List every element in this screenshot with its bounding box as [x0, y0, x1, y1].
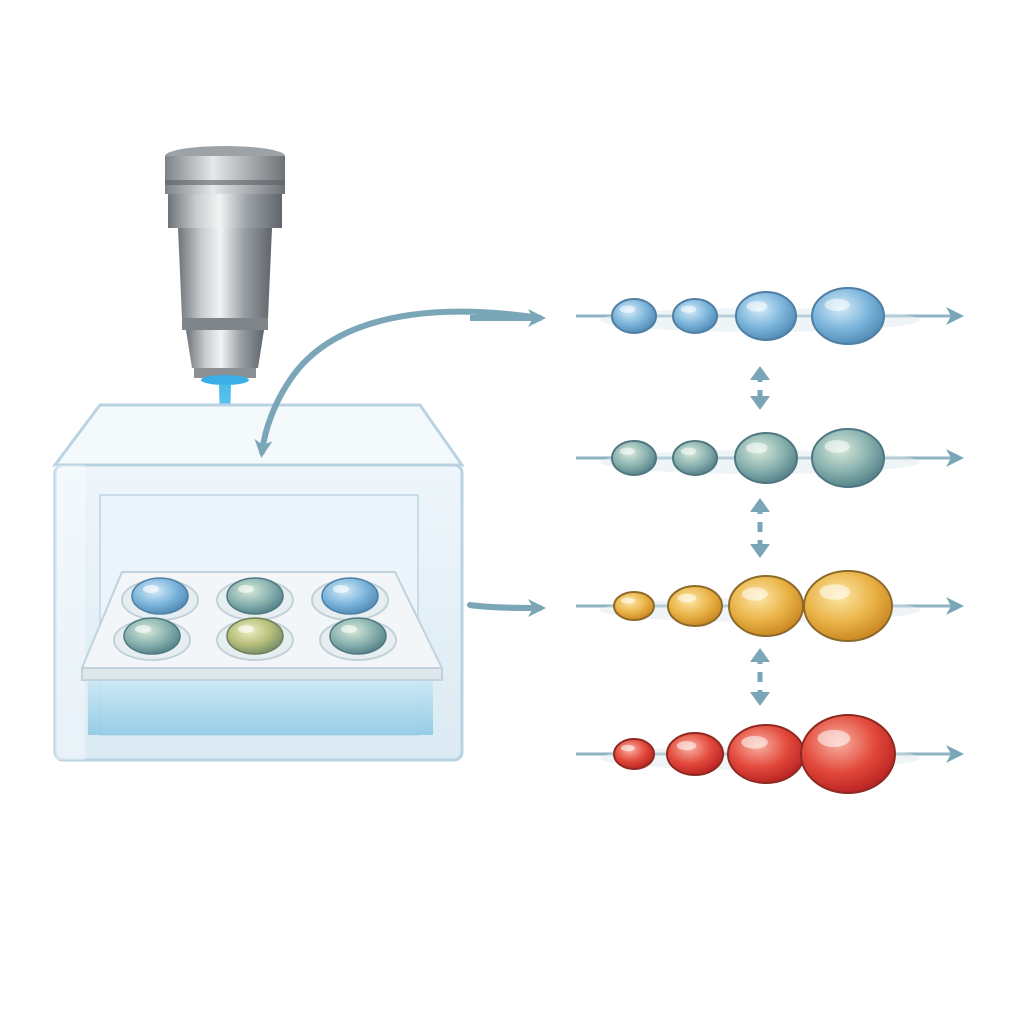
- imaging-feedback-arrow: [254, 308, 543, 458]
- cell-icon: [727, 724, 805, 784]
- vertical-link-1: [750, 366, 770, 410]
- cell-icon: [613, 738, 655, 770]
- vertical-link-3: [750, 648, 770, 706]
- cell-icon: [329, 617, 387, 655]
- track-blue: [576, 287, 964, 345]
- track-teal: [576, 428, 964, 488]
- cell-icon: [613, 591, 655, 621]
- cell-icon: [226, 617, 284, 655]
- vertical-link-2: [750, 498, 770, 558]
- growth-tracks: [576, 287, 964, 794]
- well-2-2: [216, 617, 294, 661]
- well-1-3: [311, 577, 389, 621]
- well-2-3: [319, 617, 397, 661]
- cell-icon: [811, 287, 885, 345]
- microscope-objective-icon: [165, 146, 285, 385]
- track-red: [576, 714, 964, 794]
- cell-icon: [811, 428, 885, 488]
- cell-icon: [226, 577, 284, 615]
- well-1-2: [216, 577, 294, 621]
- cell-icon: [131, 577, 189, 615]
- cell-icon: [321, 577, 379, 615]
- cell-icon: [728, 575, 804, 637]
- track-yellow: [576, 570, 964, 642]
- cell-icon: [734, 432, 798, 484]
- cell-icon: [800, 714, 896, 794]
- cell-icon: [611, 298, 657, 334]
- well-2-1: [113, 617, 191, 661]
- cell-icon: [803, 570, 893, 642]
- cell-icon: [666, 732, 724, 776]
- cell-icon: [667, 585, 723, 627]
- cell-icon: [672, 298, 718, 334]
- well-plate-icon: [80, 571, 444, 681]
- cell-icon: [672, 440, 718, 476]
- cell-icon: [123, 617, 181, 655]
- track-links: [750, 366, 770, 706]
- plate-output-arrow: [467, 598, 546, 617]
- cell-icon: [611, 440, 657, 476]
- cell-icon: [735, 291, 797, 341]
